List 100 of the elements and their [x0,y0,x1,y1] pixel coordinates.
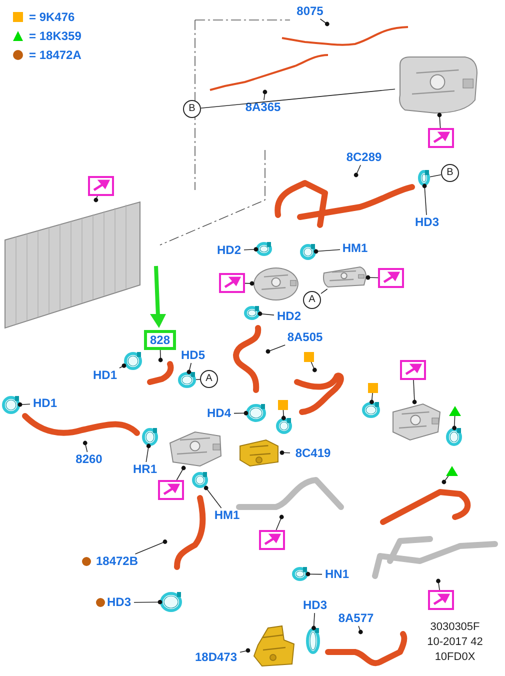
legend-label: = 18472A [29,48,82,63]
drawing-code: 10-2017 42 [426,635,484,649]
part-number: 8A577 [334,611,378,626]
part-number: 8075 [290,4,330,19]
leader-line [186,362,192,374]
part-number: HM1 [212,508,242,523]
arrow-box-icon [158,480,184,500]
part-number: HD5 [178,348,208,363]
leader-line [134,600,162,604]
leader-line [119,363,126,368]
part-number: 8A365 [238,100,288,115]
arrow-box-icon [378,268,404,288]
leader-line [280,450,290,455]
leader-line [320,288,328,294]
leader-line [94,196,98,202]
clamp-drawing [362,402,380,418]
legend-label: = 18K359 [29,29,82,44]
leader-line [240,648,250,653]
drawing-code: 10FD0X [434,650,476,664]
part-number: 18D473 [192,650,240,665]
part-number: HD1 [90,368,120,383]
triangle-marker-icon [446,466,458,476]
leader-line [436,578,440,590]
part-number: HD3 [300,598,330,613]
leader-line [320,18,330,26]
leader-line [134,540,168,554]
leader-line [366,275,378,280]
leader-line [158,350,163,362]
clamp-drawing [246,404,266,422]
leader-line [452,416,457,430]
clamp-drawing [160,592,182,612]
part-number: 8A505 [282,330,328,345]
clamp-drawing [292,567,308,581]
drawing-code: 3030305F [429,620,481,634]
leader-line [82,440,88,452]
part-number: HR1 [130,462,160,477]
clamp-drawing [2,396,20,414]
leader-line [200,88,396,109]
connection-letter: B [183,100,201,118]
leader-line [412,380,417,404]
clamp-drawing [192,472,208,488]
part-number: HD4 [204,406,234,421]
part-number: HD3 [412,215,442,230]
triangle-marker-icon [449,406,461,416]
connection-letter: B [441,164,459,182]
clamp-drawing [124,352,142,370]
part-number: HD1 [30,396,60,411]
clamp-drawing [178,372,196,388]
leader-line [430,174,442,178]
clamp-drawing [256,242,272,256]
part-number: 8C419 [290,446,336,461]
square-marker-icon [304,352,314,362]
legend-label: = 9K476 [29,10,75,25]
connection-letter: A [200,370,218,388]
connection-letter: A [303,291,321,309]
arrow-box-icon [428,590,454,610]
leader-line [176,466,186,480]
part-number: HD2 [214,243,244,258]
leader-line [358,626,363,634]
clamp-drawing [276,418,292,434]
arrow-box-icon [219,273,245,293]
clamp-drawing [300,244,316,260]
clamp-drawing [244,306,260,320]
leader-line [306,572,322,576]
clamp-drawing [446,428,462,446]
part-number: HN1 [322,567,352,582]
pipe-drawing [370,536,500,581]
leader-line [370,392,374,404]
part-number: HM1 [340,241,370,256]
part-number: HD3 [104,595,134,610]
square-marker-icon [278,400,288,410]
part-number: HD2 [274,309,304,324]
leader-line [312,612,316,630]
clamp-drawing [306,628,320,654]
leader-line [314,249,340,254]
component-drawing [252,266,300,302]
leader-line [442,476,449,484]
leader-line [258,312,274,316]
leader-line [266,344,286,354]
arrow-box-icon [400,360,426,380]
part-number: 18472B [92,554,142,569]
arrow-box-icon [428,128,454,148]
arrow-box-icon [259,530,285,550]
leader-line [234,410,248,416]
leader-line [354,164,361,178]
leader-line [310,362,317,372]
component-drawing [320,265,368,289]
leader-line [262,90,268,100]
leader-line [281,410,286,420]
leader-line [276,514,284,530]
leader-line [146,444,151,462]
arrow-box-icon [88,176,114,196]
square-marker-icon [368,383,378,393]
leader-line [244,247,258,252]
leader-line [437,112,442,128]
clamp-drawing [142,428,158,446]
highlighted-part-number: 828 [144,330,176,350]
leader-line [244,281,254,286]
leader-line [18,402,30,407]
clamp-drawing [418,170,430,186]
